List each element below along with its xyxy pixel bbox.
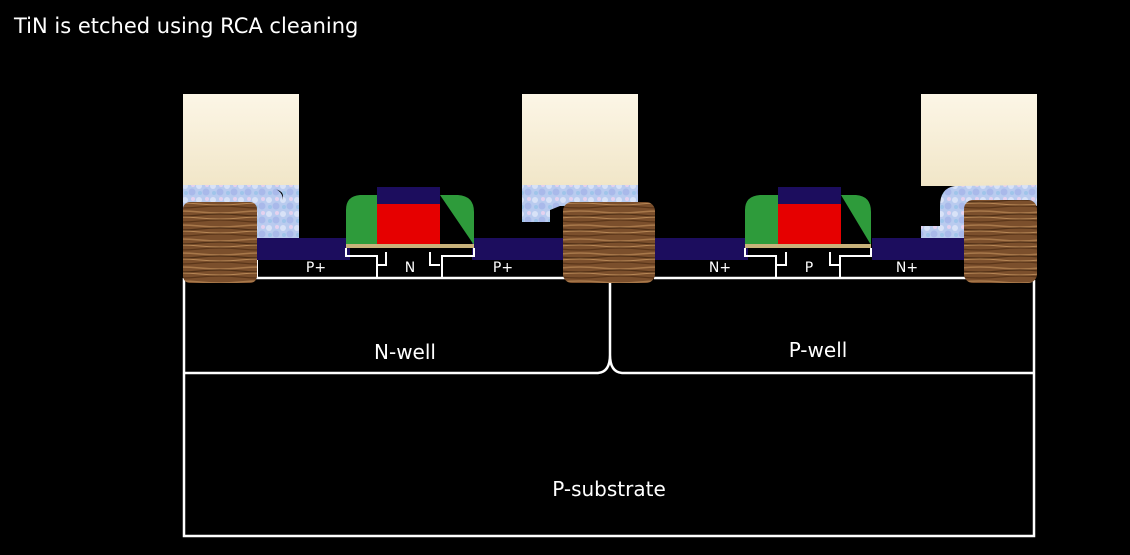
gate-oxide <box>346 244 871 248</box>
silicide-nmos-source <box>653 238 748 260</box>
spacers <box>346 195 871 245</box>
label-p-well: P-well <box>789 338 848 362</box>
sti-regions <box>183 200 1037 283</box>
nmos-ldd-left <box>776 252 787 266</box>
label-pmos-channel: N <box>405 260 415 276</box>
label-nmos-source: N+ <box>709 260 731 276</box>
gate-oxide-nmos <box>745 244 871 248</box>
nmos-source-junction <box>744 248 777 278</box>
label-n-well: N-well <box>374 340 436 364</box>
gate-poly-pmos <box>377 204 440 245</box>
nmos-ldd-right <box>829 252 840 266</box>
pmos-ldd-right <box>429 252 440 266</box>
oxide-blocks <box>183 94 1037 186</box>
liner-right <box>921 185 1037 240</box>
gate-cap-pmos <box>377 187 440 205</box>
label-nmos-channel: P <box>805 260 813 276</box>
gates <box>377 204 841 245</box>
silicide-nmos-drain <box>872 238 968 260</box>
gate-oxide-pmos <box>346 244 474 248</box>
diagram-labels: P+ N P+ N+ P N+ N-well P-well P-substrat… <box>306 260 918 501</box>
pmos-ldd-left <box>377 252 387 266</box>
silicide-layers <box>255 187 968 260</box>
pmos-drain-junction <box>441 248 475 278</box>
slide-caption: TiN is etched using RCA cleaning <box>14 14 359 38</box>
label-substrate: P-substrate <box>552 477 666 501</box>
label-pmos-drain: P+ <box>493 260 513 276</box>
sti-right <box>964 200 1037 283</box>
gate-poly-nmos <box>778 204 841 245</box>
well-boundary-line <box>184 282 1034 375</box>
label-nmos-drain: N+ <box>896 260 918 276</box>
sti-middle <box>563 202 655 283</box>
sti-left <box>183 202 257 283</box>
label-pmos-source: P+ <box>306 260 326 276</box>
silicide-pmos-source <box>255 238 350 260</box>
oxide-block-left <box>183 94 299 186</box>
gate-cap-nmos <box>778 187 841 205</box>
oxide-block-middle <box>522 94 638 186</box>
oxide-block-right <box>921 94 1037 186</box>
substrate-outline <box>182 278 1036 538</box>
nmos-drain-junction <box>839 248 872 278</box>
spacer-nmos <box>745 195 871 245</box>
silicide-pmos-drain <box>472 238 564 260</box>
liner-left <box>183 185 299 238</box>
liner-middle-left <box>522 185 540 222</box>
spacer-pmos <box>346 195 474 245</box>
